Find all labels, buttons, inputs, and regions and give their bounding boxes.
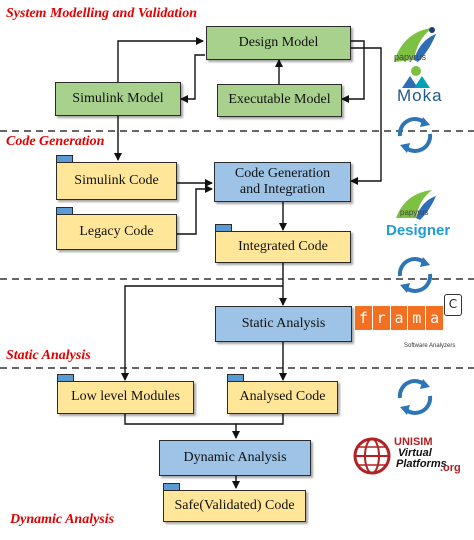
analysed-code-box: Analysed Code (227, 381, 338, 414)
dynamic-analysis-box: Dynamic Analysis (159, 440, 311, 476)
safe-code-box: Safe(Validated) Code (163, 490, 306, 522)
cycle-arrows-icon-1 (397, 117, 433, 153)
section-title-codegen: Code Generation (6, 134, 105, 149)
papyrus-label: papyrus (394, 52, 427, 62)
executable-model-box: Executable Model (217, 84, 342, 117)
designer-papyrus-label: papyrus (400, 208, 429, 217)
codegen-integration-box: Code Generation and Integration (214, 162, 351, 202)
unisim-line2: Virtual (398, 447, 432, 459)
edge-design-to-exec (341, 40, 365, 103)
frama-letter-m: m (408, 306, 427, 330)
frama-c-logo: f r a m a (355, 306, 443, 330)
moka-logo-icon (402, 66, 430, 88)
simulink-model-box: Simulink Model (55, 82, 181, 116)
unisim-line1: UNISIM (394, 436, 433, 448)
frama-letter-a2: a (426, 306, 443, 330)
designer-label: Designer (386, 222, 451, 239)
cycle-arrows-icon-2 (397, 257, 433, 293)
edge-design-to-simulink (180, 54, 205, 103)
section-title-modelling: System Modelling and Validation (6, 6, 197, 21)
cycle-arrows-icon-3 (397, 379, 433, 415)
unisim-globe-icon (353, 437, 391, 475)
moka-label: Moka (397, 86, 443, 105)
papyrus-logo-icon (394, 27, 436, 62)
integrated-code-box: Integrated Code (215, 231, 351, 263)
static-analysis-box: Static Analysis (215, 306, 352, 342)
design-model-box: Design Model (206, 26, 351, 60)
frama-c-badge: C (444, 294, 462, 316)
edge-simulink-to-design (117, 37, 204, 82)
section-title-dynamic: Dynamic Analysis (10, 512, 115, 527)
legacy-code-box: Legacy Code (56, 214, 177, 250)
simulink-code-box: Simulink Code (56, 162, 177, 200)
frama-letter-f: f (355, 306, 373, 330)
low-level-modules-box: Low level Modules (57, 381, 194, 414)
unisim-suffix: .org (440, 462, 461, 474)
frama-c-subtitle: Software Analyzers (404, 343, 456, 349)
unisim-line3: Platforms (396, 458, 447, 470)
frama-letter-a: a (390, 306, 409, 330)
edge-lowlevel-to-dynamic (124, 414, 240, 439)
papyrus-designer-logo-icon (396, 190, 436, 220)
edge-analysed-to-dynamic (236, 414, 284, 425)
edge-integrated-to-lowlevel (121, 285, 283, 381)
section-title-static: Static Analysis (6, 348, 91, 363)
edge-design-to-codegen (350, 47, 382, 185)
codegen-line2: and Integration (239, 182, 326, 197)
codegen-line1: Code Generation (234, 165, 331, 181)
frama-letter-r: r (372, 306, 391, 330)
edge-legacy-to-codegen (177, 185, 213, 235)
